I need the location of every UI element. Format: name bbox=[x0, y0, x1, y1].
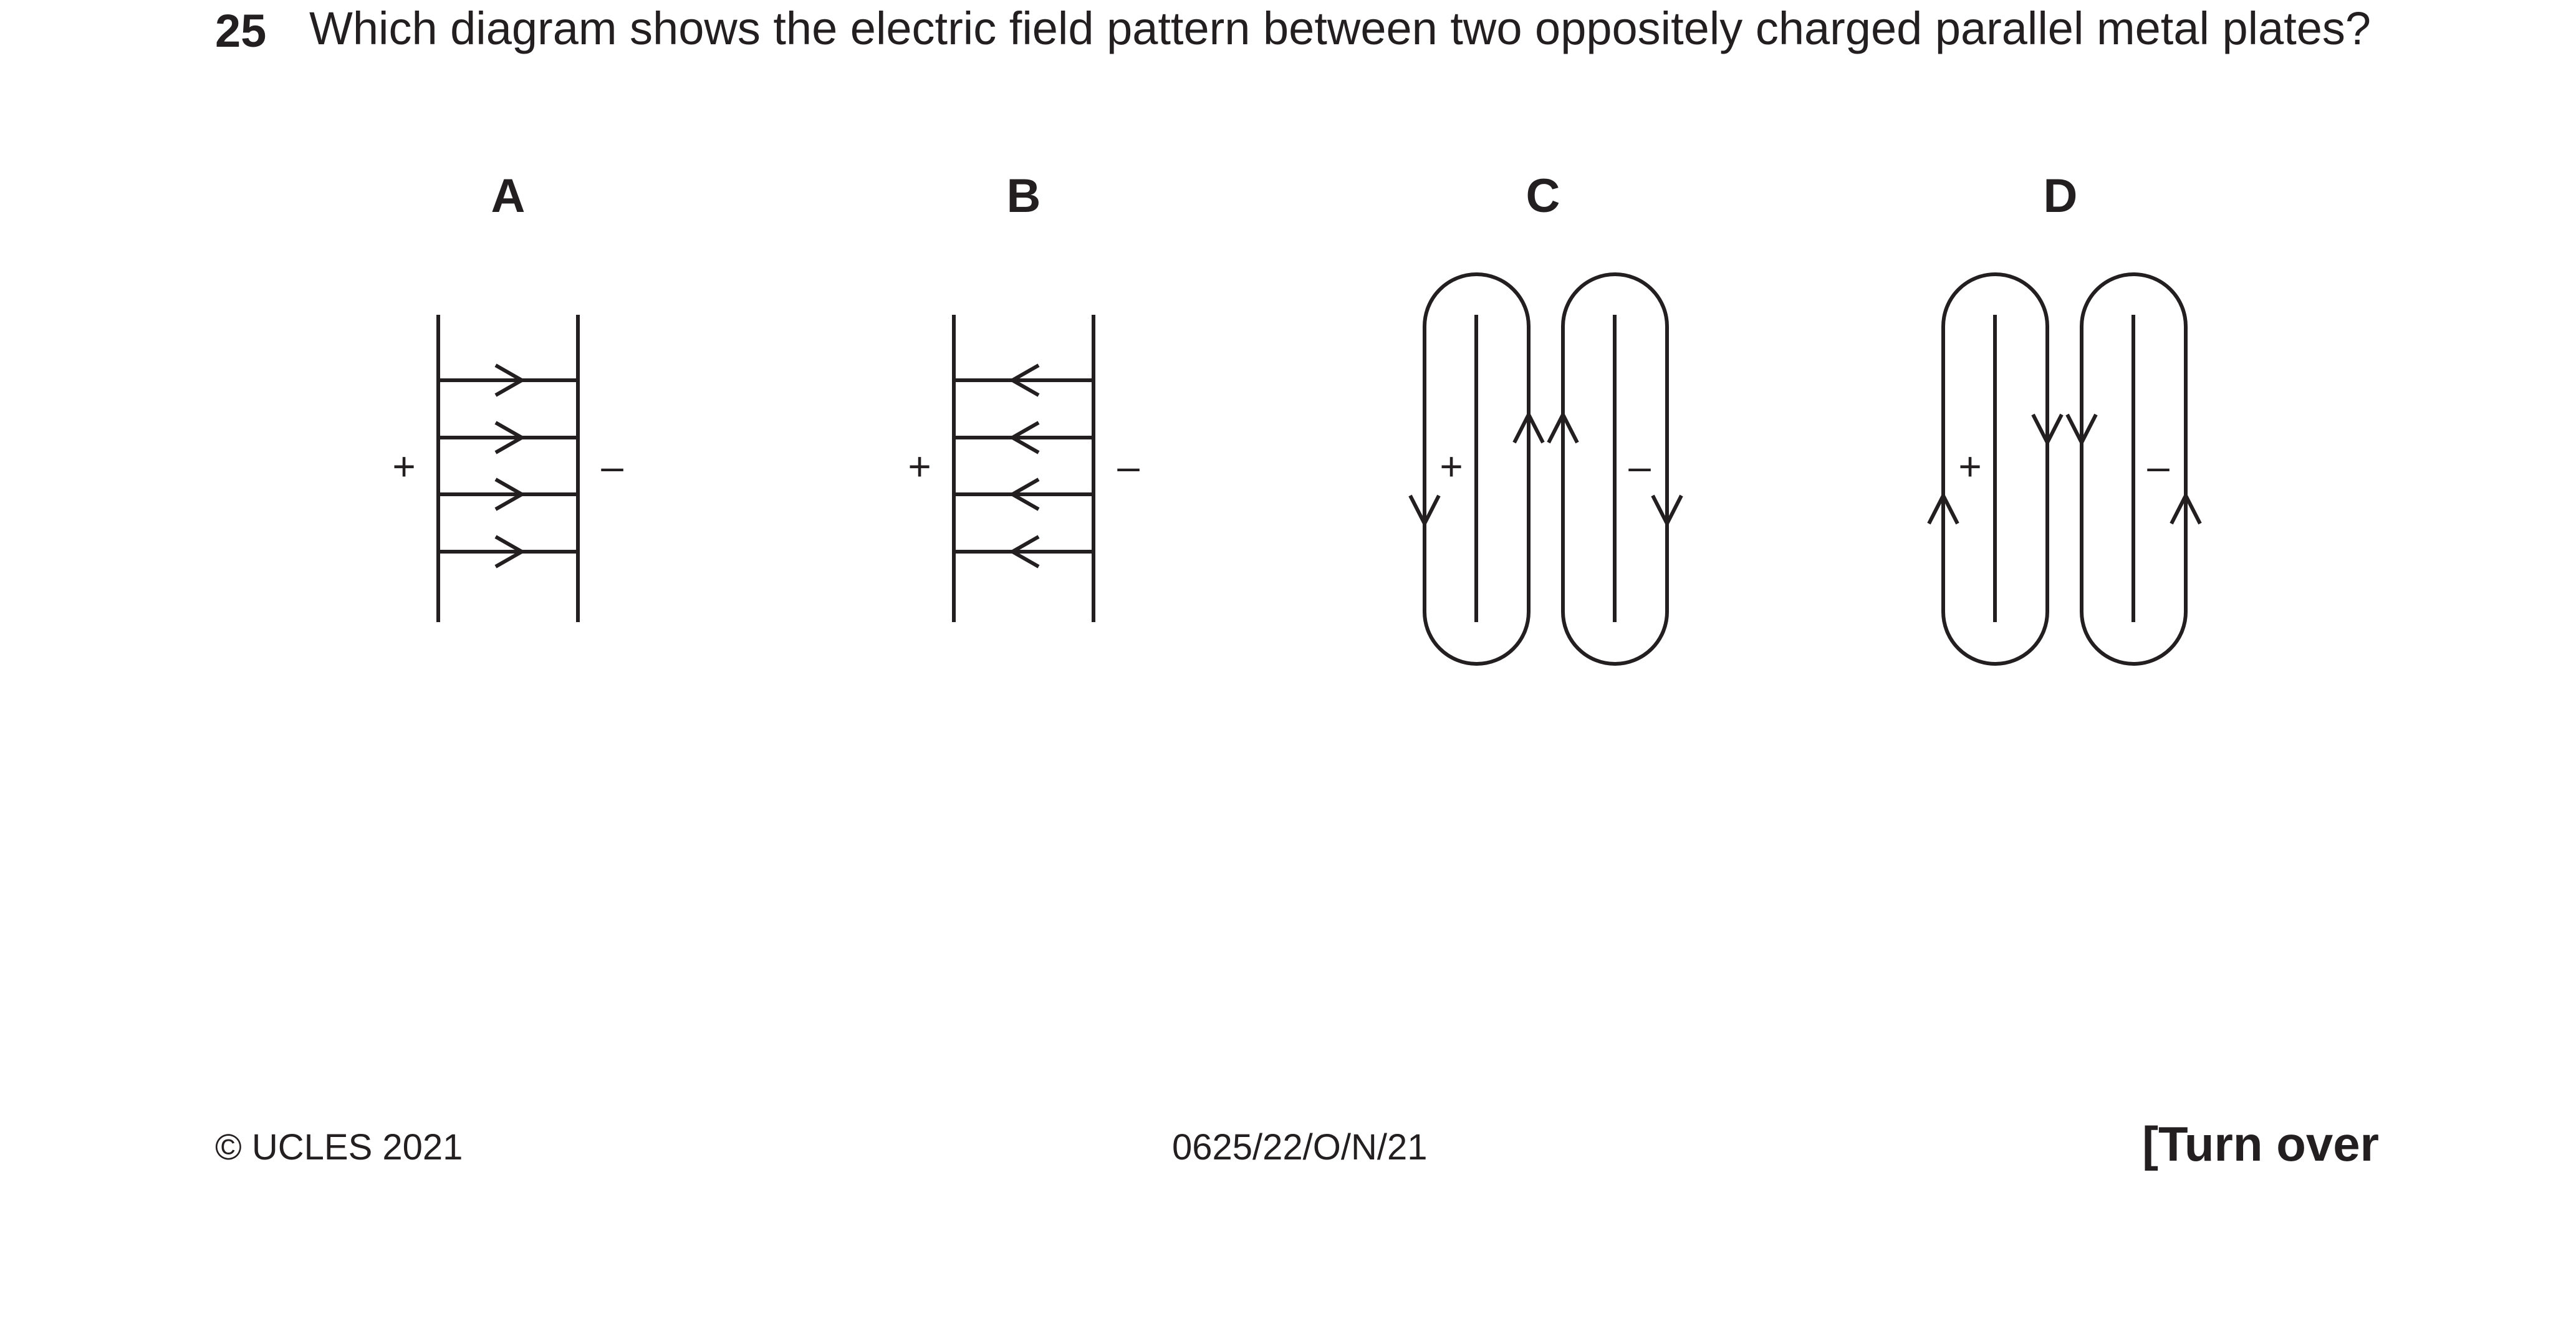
option-a-label: A bbox=[491, 170, 526, 223]
question-text: Which diagram shows the electric field p… bbox=[309, 2, 2372, 54]
question-number: 25 bbox=[215, 5, 267, 57]
copyright-text: © UCLES 2021 bbox=[215, 1127, 463, 1168]
option-c-label: C bbox=[1526, 170, 1560, 223]
option-b-diagram[interactable]: B + – bbox=[908, 170, 1140, 622]
option-b-label: B bbox=[1007, 170, 1041, 223]
field-lines-b bbox=[954, 363, 1093, 568]
option-c-diagram[interactable]: C + – bbox=[1408, 170, 1683, 666]
field-arrows-c bbox=[1408, 410, 1683, 528]
option-b-minus: – bbox=[1117, 444, 1140, 489]
field-arrows-d bbox=[1927, 413, 2202, 525]
option-a-diagram[interactable]: A + – bbox=[392, 170, 623, 622]
option-d-label: D bbox=[2044, 170, 2078, 223]
option-a-minus: – bbox=[601, 444, 623, 489]
option-c-minus: – bbox=[1628, 444, 1651, 489]
turn-over-text: [Turn over bbox=[2142, 1116, 2379, 1171]
option-d-minus: – bbox=[2147, 444, 2170, 489]
option-c-plus: + bbox=[1439, 444, 1463, 489]
option-a-plus: + bbox=[392, 444, 415, 489]
option-d-diagram[interactable]: D + – bbox=[1927, 170, 2202, 666]
option-b-plus: + bbox=[908, 444, 931, 489]
paper-code: 0625/22/O/N/21 bbox=[1172, 1127, 1428, 1168]
option-d-plus: + bbox=[1958, 444, 1981, 489]
field-lines-a bbox=[438, 363, 578, 568]
